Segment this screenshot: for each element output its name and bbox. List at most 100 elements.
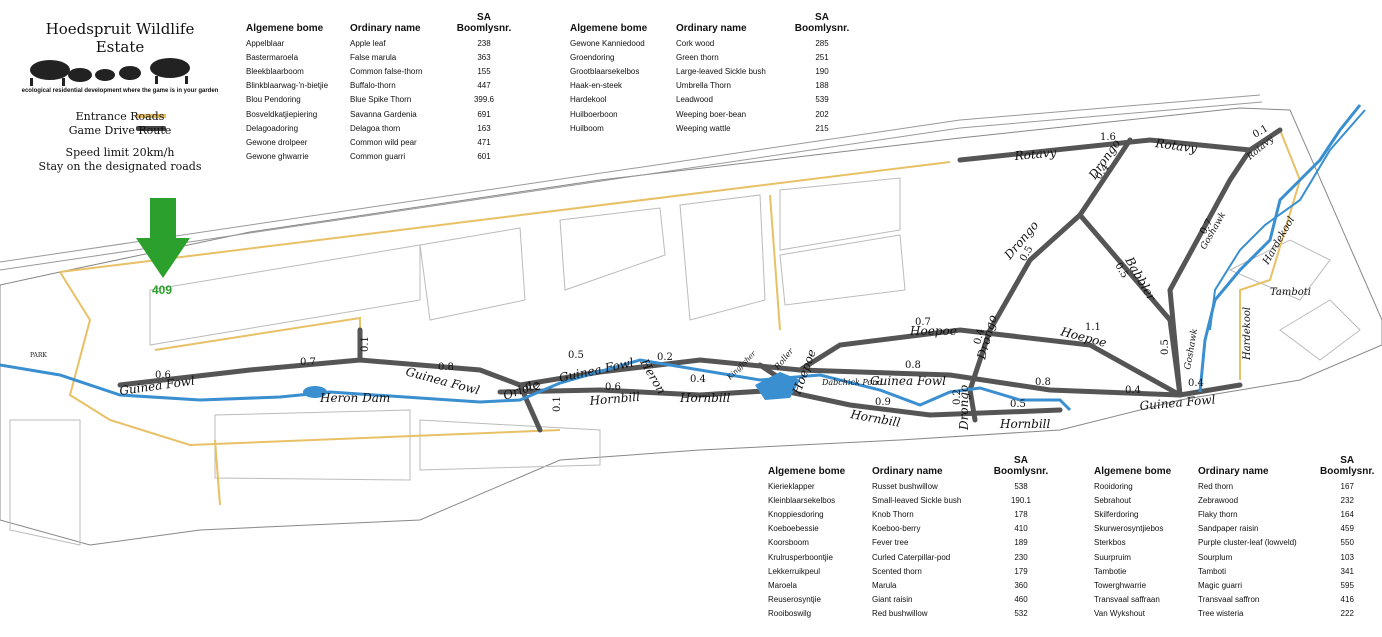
sa-number: 471 [477, 137, 491, 147]
afrikaans-name: Gewone Kanniedood [570, 38, 645, 48]
sa-number: 285 [815, 38, 829, 48]
distance-label: 0.5 [568, 350, 584, 361]
distance-label: 0.4 [972, 328, 987, 346]
sa-number: 539 [815, 95, 829, 105]
sa-number: 341 [1340, 566, 1354, 576]
english-name: Sandpaper raisin [1198, 524, 1259, 534]
distance-label: 0.7 [300, 357, 316, 368]
river-east-2 [1209, 109, 1366, 331]
road-label: Guinea Fowl [870, 374, 946, 388]
legend-entrance-roads: Entrance Roads [75, 110, 165, 123]
afrikaans-name: Hardekool [570, 95, 607, 105]
road-label: Rotavy [1154, 136, 1199, 156]
header-sa-number: SA Boomlysnr. [456, 12, 512, 34]
river [0, 358, 1072, 412]
plot-number: 409 [152, 283, 173, 297]
english-name: Tree wisteria [1198, 609, 1244, 619]
distance-label: 0.2 [952, 389, 963, 405]
road-label: Hoepoe [909, 324, 957, 338]
sa-number: 447 [477, 81, 491, 91]
afrikaans-name: Blinkblaarwag-'n-bietjie [246, 81, 329, 91]
header-english: Ordinary name [872, 466, 943, 477]
tree-row: Tambotie Tamboti 341 [1094, 564, 1378, 578]
afrikaans-name: Gewone drolpeer [246, 137, 308, 147]
english-name: Common wild pear [350, 137, 417, 147]
sa-number: 416 [1340, 595, 1354, 605]
afrikaans-name: Koeboebessie [768, 524, 819, 534]
afrikaans-name: Tambotie [1094, 566, 1127, 576]
distance-label: 1.1 [1085, 322, 1101, 333]
afrikaans-name: Transvaal saffraan [1094, 595, 1160, 605]
header-afrikaans: Algemene bome [570, 23, 648, 34]
english-name: Weeping wattle [676, 123, 731, 133]
tree-row: Suurpruim Sourplum 103 [1094, 550, 1378, 564]
road-label: Tamboti [1270, 287, 1311, 298]
afrikaans-name: Grootblaarsekelbos [570, 66, 640, 76]
tree-row: Sebrahout Zebrawood 232 [1094, 493, 1378, 507]
english-name: Cork wood [676, 38, 715, 48]
entrance-road-swatch [136, 114, 166, 118]
english-name: Savanna Gardenia [350, 109, 417, 119]
tree-row: Gewone Kanniedood Cork wood 285 [570, 36, 856, 50]
header-english: Ordinary name [1198, 466, 1269, 477]
english-name: Sourplum [1198, 552, 1233, 562]
distance-label: 0.8 [1035, 377, 1051, 388]
afrikaans-name: Towerghwarrie [1094, 580, 1147, 590]
english-name: Buffalo-thorn [350, 81, 396, 91]
sa-number: 230 [1014, 552, 1028, 562]
afrikaans-name: Kierieklapper [768, 481, 815, 491]
english-name: Flaky thorn [1198, 509, 1238, 519]
tree-row: Rooiboswilg Red bushwillow 532 [768, 607, 1060, 621]
sa-number: 103 [1340, 552, 1354, 562]
english-name: Zebrawood [1198, 495, 1239, 505]
distance-label: 0.4 [690, 374, 706, 385]
sa-number: 163 [477, 123, 491, 133]
sa-number: 188 [815, 81, 829, 91]
header-english: Ordinary name [676, 23, 747, 34]
road-label: Hornbill [679, 391, 731, 405]
header-afrikaans: Algemene bome [768, 466, 846, 477]
sa-number: 202 [815, 109, 829, 119]
sa-number: 460 [1014, 595, 1028, 605]
english-name: Tamboti [1198, 566, 1227, 576]
afrikaans-name: Groendoring [570, 52, 615, 62]
afrikaans-name: Krulrusperboontjie [768, 552, 833, 562]
afrikaans-name: Suurpruim [1094, 552, 1131, 562]
sa-number: 532 [1014, 609, 1028, 619]
english-name: Red bushwillow [872, 609, 928, 619]
afrikaans-name: Rooidoring [1094, 481, 1133, 491]
river-east [1198, 104, 1362, 393]
header-sa-number: SA Boomlysnr. [1320, 455, 1375, 477]
english-name: Curled Caterpillar-pod [872, 552, 951, 562]
english-name: Giant raisin [872, 595, 913, 605]
park-label: PARK [30, 352, 47, 359]
afrikaans-name: Delagoadoring [246, 123, 299, 133]
afrikaans-name: Sebrahout [1094, 495, 1131, 505]
tree-table-2: Algemene bome Ordinary name SA Boomlysnr… [570, 12, 856, 135]
sa-number: 232 [1340, 495, 1354, 505]
english-name: Russet bushwillow [872, 481, 938, 491]
afrikaans-name: Maroela [768, 580, 797, 590]
afrikaans-name: Rooiboswilg [768, 609, 812, 619]
sa-number: 601 [477, 152, 491, 162]
header-afrikaans: Algemene bome [246, 23, 324, 34]
english-name: Green thorn [676, 52, 719, 62]
distance-label: 0.6 [155, 370, 171, 381]
distance-label: 0.8 [438, 362, 454, 373]
distance-label: 0.4 [1125, 385, 1141, 396]
afrikaans-name: Bleekblaarboom [246, 66, 304, 76]
afrikaans-name: Huilboerboon [570, 109, 618, 119]
